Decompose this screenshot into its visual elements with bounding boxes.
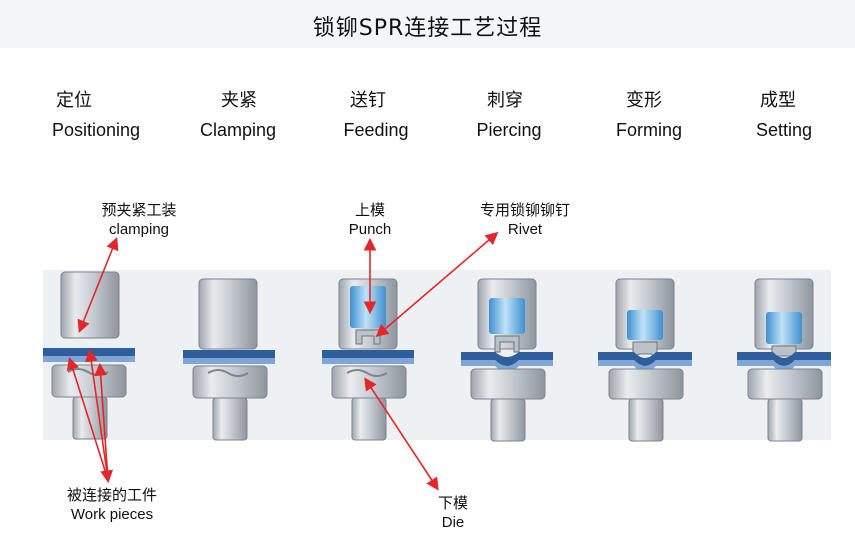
upper-sheet (461, 352, 553, 366)
upper-sheet (737, 352, 831, 366)
label-clamping-cn: 预夹紧工装 (101, 202, 177, 219)
label-rivet: 专用锁铆铆钉 Rivet (460, 201, 590, 239)
step-4-en: Piercing (476, 120, 542, 140)
step-6-en: Setting (755, 120, 813, 140)
die-stem (212, 397, 248, 441)
stage-positioning (43, 271, 135, 440)
upper-sheet (322, 350, 414, 358)
step-5-en: Forming (615, 120, 682, 140)
step-3-cn: 送钉 (350, 90, 386, 111)
label-punch: 上模 Punch (330, 201, 410, 239)
die-stem (628, 398, 664, 442)
die-stem (351, 397, 387, 441)
die-body (747, 368, 823, 400)
step-6-cn: 成型 (760, 90, 796, 111)
die-stem (490, 398, 526, 442)
step-1-en: Positioning (51, 120, 141, 140)
step-3-en: Feeding (343, 120, 409, 140)
rivet (494, 335, 520, 353)
step-2-cn: 夹紧 (221, 90, 257, 111)
lower-sheet (737, 360, 831, 372)
lower-sheet (598, 360, 692, 372)
die-body (51, 364, 127, 398)
arrow-workpiece-1 (84, 348, 114, 484)
lower-sheet (183, 358, 275, 364)
lower-sheet (43, 356, 135, 362)
arrow-workpiece-3 (66, 356, 109, 481)
lower-sheet (461, 360, 553, 372)
stage-feeding (322, 278, 414, 441)
punch (766, 312, 802, 344)
upper-sheet (183, 350, 275, 358)
step-4-cn: 刺穿 (487, 90, 523, 111)
die-body (470, 368, 546, 400)
blank-holder (198, 278, 258, 350)
label-die-cn: 下模 (437, 495, 468, 512)
label-die-en: Die (441, 514, 465, 531)
stage-setting (737, 278, 831, 442)
step-5-cn: 变形 (626, 90, 662, 111)
arrow-die (364, 377, 439, 491)
arrow-rivet (375, 231, 499, 338)
punch (489, 298, 525, 334)
label-punch-cn: 上模 (354, 202, 385, 219)
step-2-en: Clamping (199, 120, 277, 140)
title-bar (0, 0, 855, 48)
label-workpieces-cn: 被连接的工件 (66, 487, 157, 504)
die-body (331, 365, 407, 399)
label-clamping-en: clamping (108, 221, 170, 238)
step-1-cn: 定位 (56, 90, 92, 111)
punch (627, 310, 663, 340)
label-workpieces-en: Work pieces (70, 506, 154, 523)
arrow-clamping (77, 237, 119, 333)
label-clamping: 预夹紧工装 clamping (84, 201, 194, 239)
stage-clamping (183, 278, 275, 441)
diagram-title: 锁铆SPR连接工艺过程 (312, 16, 543, 41)
die-body (608, 368, 684, 400)
die-stem (767, 398, 803, 442)
label-die: 下模 Die (418, 494, 488, 532)
callout-arrows (66, 231, 499, 491)
label-rivet-en: Rivet (507, 221, 543, 238)
stage-piercing (461, 278, 553, 442)
die-body (192, 365, 268, 399)
stage-forming (598, 278, 692, 442)
arrow-workpiece-2 (94, 362, 109, 481)
punch (350, 286, 386, 328)
label-workpieces: 被连接的工件 Work pieces (52, 486, 172, 524)
upper-sheet (598, 352, 692, 366)
lower-sheet (322, 358, 414, 364)
upper-sheet (43, 348, 135, 356)
label-punch-en: Punch (348, 221, 392, 238)
label-rivet-cn: 专用锁铆铆钉 (479, 202, 570, 219)
